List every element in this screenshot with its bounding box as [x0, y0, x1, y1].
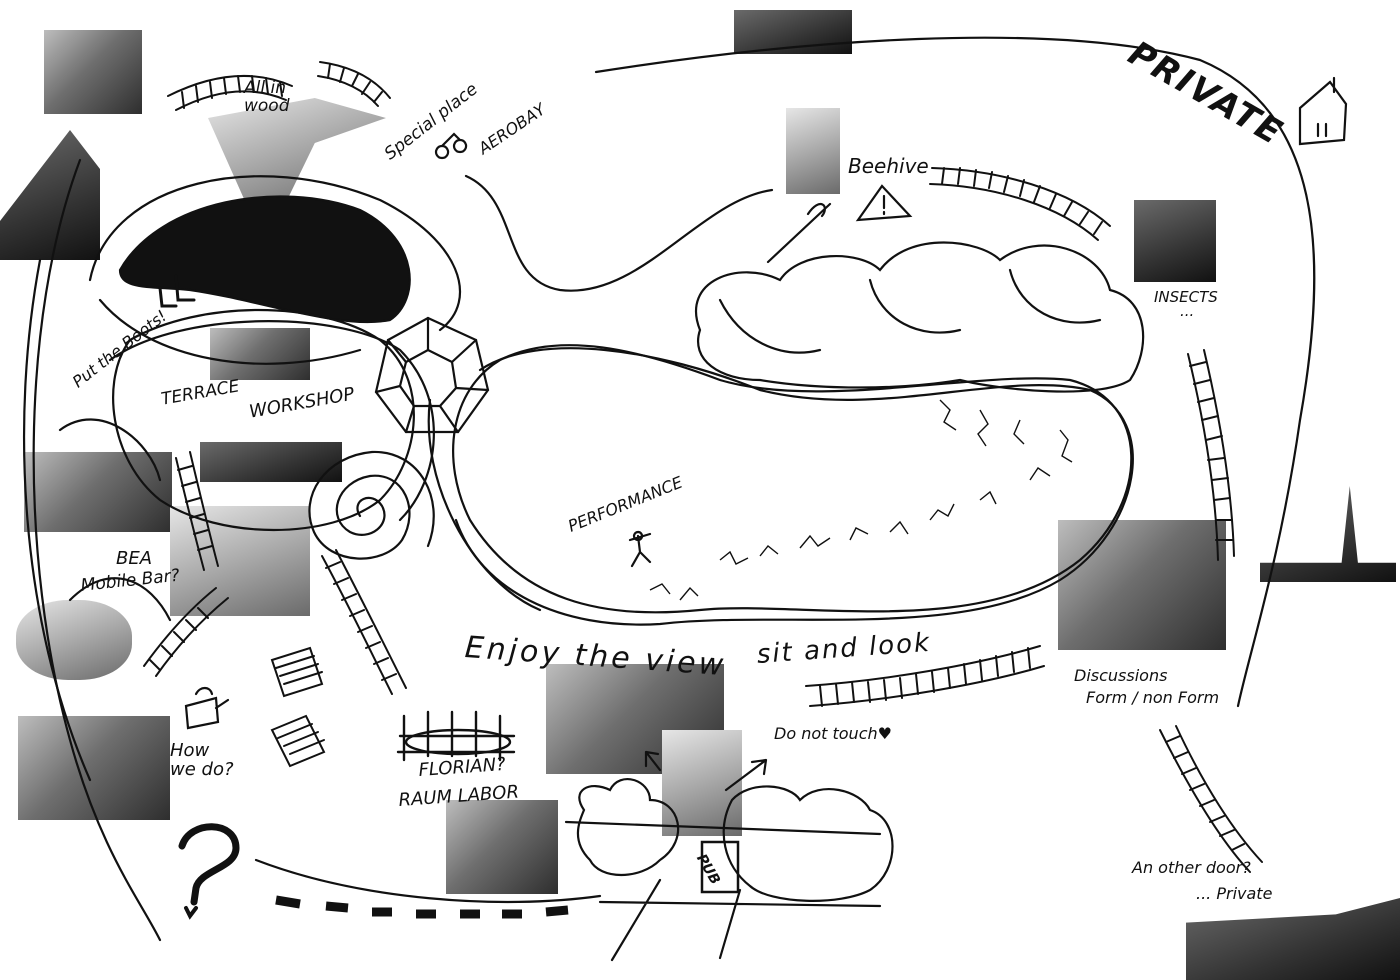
dodecahedron	[374, 316, 490, 434]
how-we-do-label: How we do?	[170, 740, 234, 780]
crack-pattern	[649, 399, 1073, 601]
ladder-small-2	[270, 714, 326, 768]
insects-label: INSECTS	[1154, 288, 1218, 306]
all-in-wood-label: All in wood	[244, 78, 290, 116]
do-not-touch-label: Do not touch♥	[774, 724, 892, 743]
bird-scribble	[88, 175, 462, 365]
ladder-left-1	[175, 451, 219, 571]
discussions-label: Discussions	[1074, 666, 1168, 685]
ladder-spiral	[321, 549, 407, 695]
house-icon	[1298, 76, 1348, 146]
pub-lines	[564, 820, 882, 962]
dashed-path	[275, 895, 569, 919]
fence-icon	[396, 710, 516, 762]
left-scribble	[58, 418, 172, 622]
question-mark-shape	[178, 823, 240, 906]
watering-can-icon	[184, 686, 230, 730]
arrow-photo	[644, 750, 662, 772]
pub-shrub-right	[722, 785, 894, 902]
photo-greenhouse	[1058, 520, 1226, 650]
dodecahedron-inner	[398, 348, 458, 408]
ladder-right	[1187, 349, 1235, 561]
warning-triangle	[855, 184, 913, 222]
ladder-bottom-right	[1159, 725, 1263, 873]
bicycle-icon	[434, 132, 468, 160]
ladder-top-left	[167, 74, 293, 111]
bird-blob	[118, 195, 411, 324]
outer-path-left-2	[22, 258, 92, 782]
photo-beehive	[786, 108, 840, 194]
performance-field-2	[454, 347, 1134, 626]
ladder-beehive	[929, 167, 1111, 241]
ladder-small-1	[270, 646, 324, 698]
photo-workshop-roof	[200, 442, 342, 482]
outer-path-top	[594, 36, 1316, 708]
terrace-loop	[112, 309, 415, 532]
performance-field	[452, 344, 1133, 614]
photo-terrace	[210, 328, 310, 380]
shrub-cluster	[694, 241, 1145, 393]
bottom-path	[254, 858, 602, 904]
arrow-tree	[724, 758, 768, 792]
photo-doorway	[44, 30, 142, 114]
spiral	[308, 450, 435, 560]
path-to-beehive	[464, 174, 774, 292]
performer-icon	[628, 530, 652, 568]
shrub-cluster-2	[718, 268, 1102, 354]
photo-insects	[1134, 200, 1216, 282]
insects-ellipsis: ...	[1180, 302, 1195, 320]
pub-sign	[700, 840, 740, 894]
photo-stone-sculpture	[16, 600, 132, 680]
beehive-label: Beehive	[848, 154, 929, 178]
outer-path-left	[32, 158, 162, 942]
brush-icon	[766, 202, 832, 264]
form-non-form-label: Form / non Form	[1086, 688, 1220, 707]
bea-label: BEA	[116, 548, 153, 569]
ladder-sit-look	[805, 645, 1045, 707]
boots-icon	[158, 274, 196, 308]
ladder-top-mid	[317, 61, 391, 107]
photo-raum-labor	[446, 800, 558, 894]
photo-scaffold-cube	[18, 716, 170, 820]
photo-mobile-bar	[170, 506, 310, 616]
pub-shrub-left	[576, 778, 680, 877]
ladder-left-2	[143, 587, 229, 677]
private-small-label: ... Private	[1196, 884, 1273, 903]
another-door-label: An other door?	[1132, 858, 1251, 877]
photo-buildings	[24, 452, 172, 532]
